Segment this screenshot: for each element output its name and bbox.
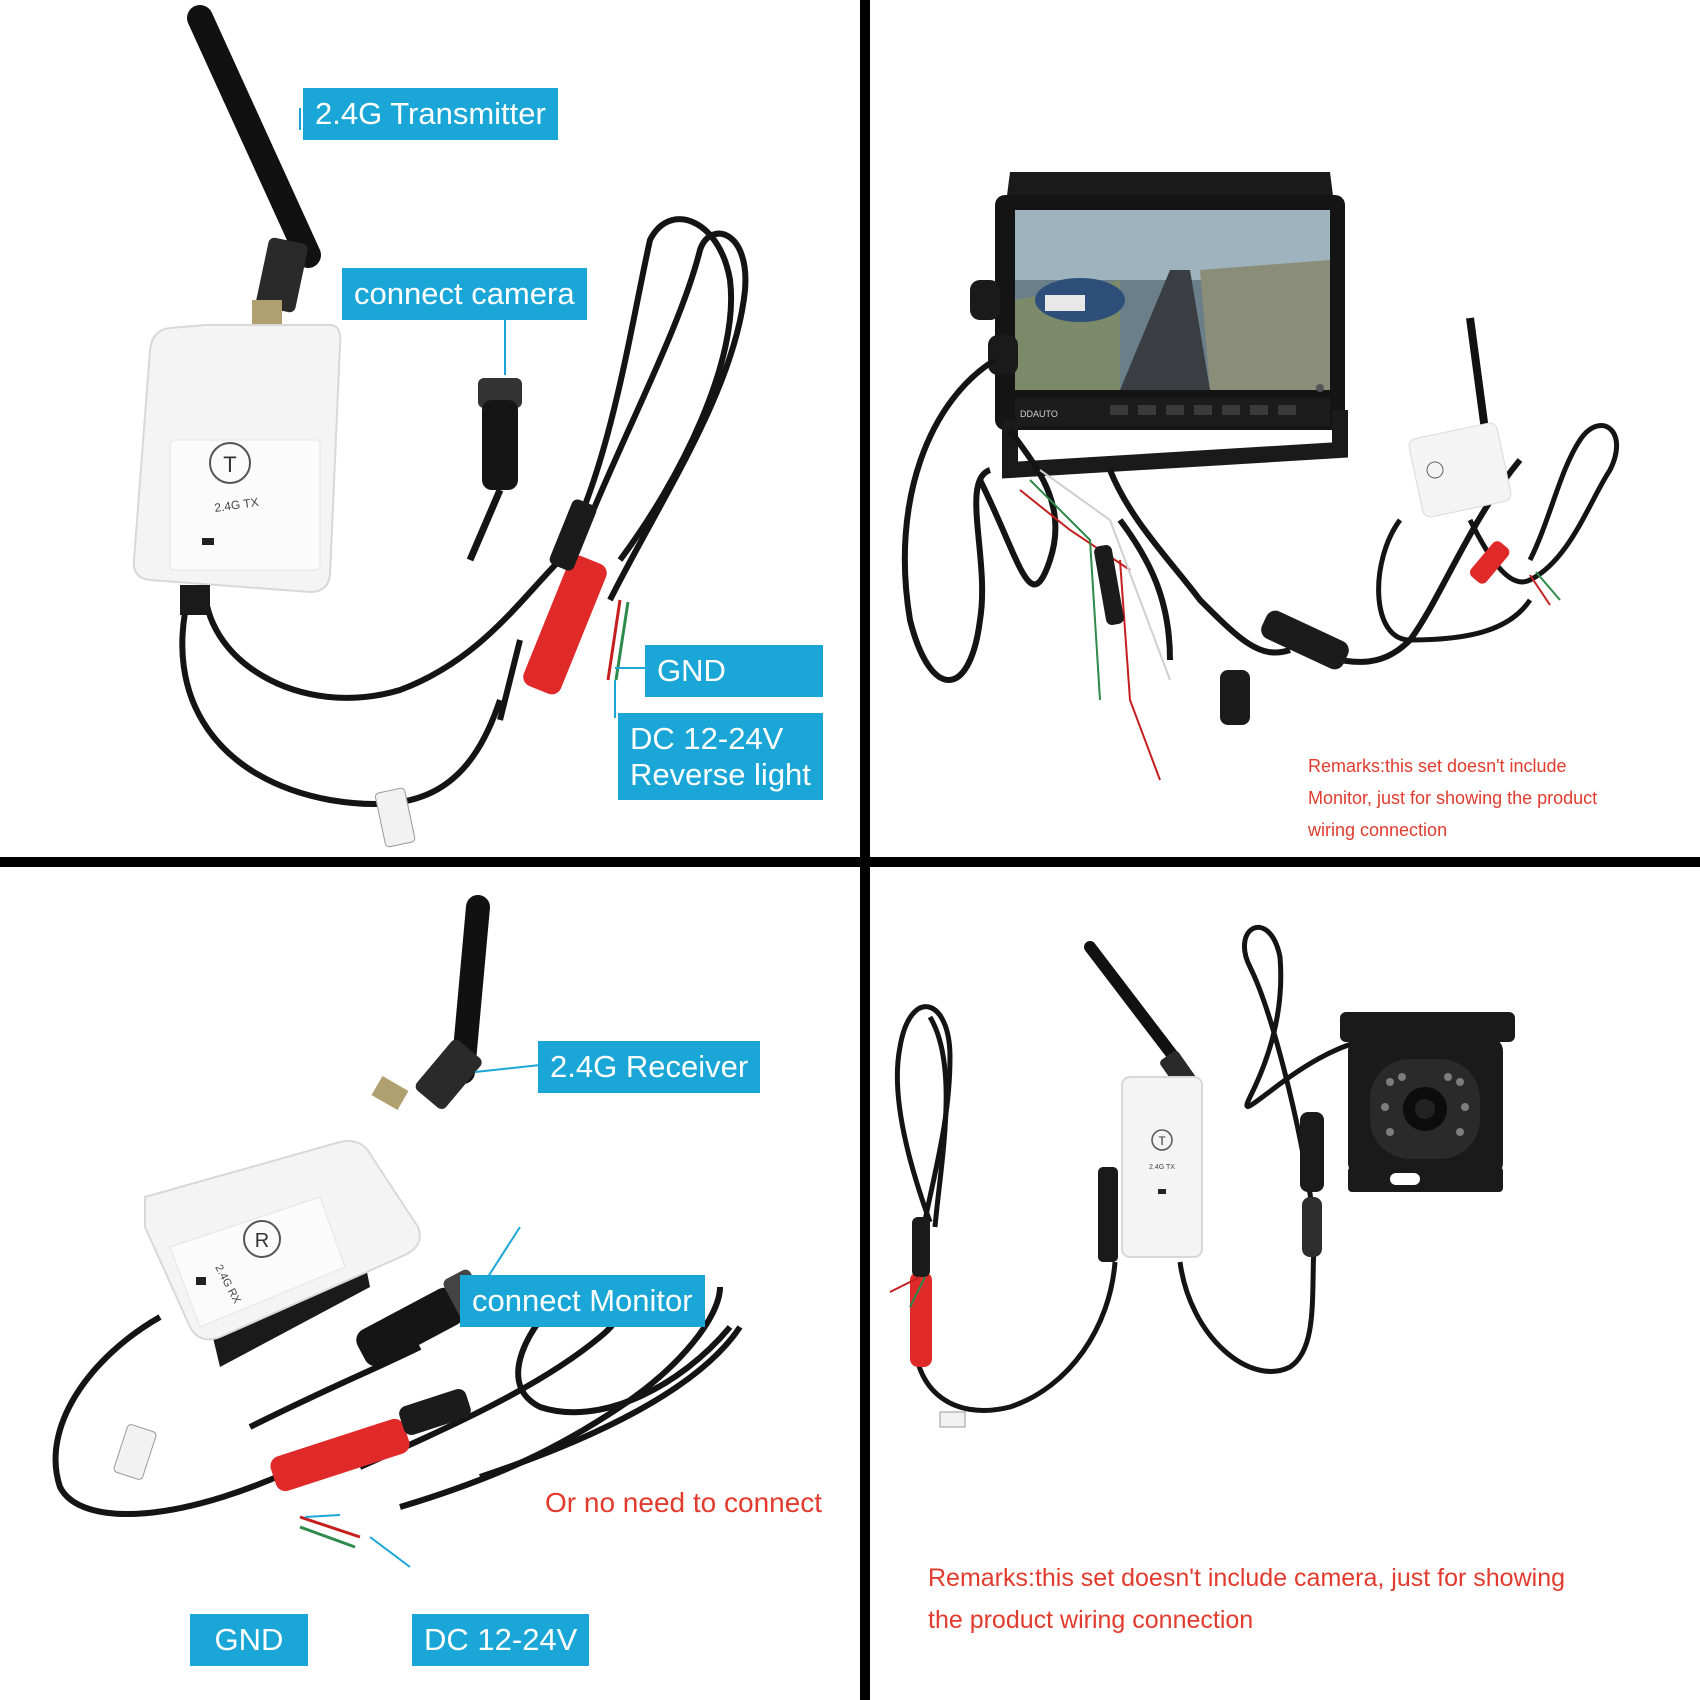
receiver-unit-small: [1408, 317, 1512, 518]
transmitter-photo: T 2.4G TX: [132, 5, 749, 848]
antenna: [371, 895, 490, 1111]
cable: [179, 216, 749, 808]
receiver-unit: R 2.4G RX: [144, 1140, 421, 1367]
label-dc: DC 12-24V: [412, 1614, 590, 1666]
monitor-cables: [901, 357, 1523, 683]
label-connect-monitor: connect Monitor: [460, 1275, 705, 1327]
dc-plug: [523, 499, 607, 695]
antenna: [187, 5, 321, 326]
label-dc-reverse: DC 12-24V Reverse light: [618, 713, 823, 801]
monitor-wiring-photo: DDAUTO: [901, 172, 1619, 781]
device-button-letter: T: [1158, 1134, 1166, 1148]
dc-plug: [270, 1388, 471, 1492]
remark-line-1: Remarks:this set doesn't include: [1308, 756, 1567, 776]
monitor: DDAUTO: [970, 172, 1348, 479]
panel-transmitter: T 2.4G TX 2.4G Transmitter connect camer…: [0, 0, 860, 857]
label-receiver: 2.4G Receiver: [538, 1041, 761, 1093]
reverse-light-line: Reverse light: [630, 756, 811, 792]
receiver-cables: [1376, 423, 1619, 643]
receiver-photo: R 2.4G RX: [52, 895, 743, 1568]
remark-line-2: the product wiring connection: [928, 1606, 1254, 1634]
remark-line-1: Remarks:this set doesn't include camera,…: [928, 1564, 1565, 1592]
device-label: 2.4G TX: [1149, 1164, 1175, 1171]
remark-monitor: Remarks:this set doesn't include Monitor…: [1308, 750, 1597, 846]
label-gnd: GND: [190, 1614, 308, 1666]
label-transmitter: 2.4G Transmitter: [303, 88, 558, 140]
camera: [1340, 1012, 1515, 1192]
remark-camera: Remarks:this set doesn't include camera,…: [928, 1557, 1565, 1641]
monitor-brand: DDAUTO: [1020, 409, 1058, 419]
device-button-letter: R: [255, 1230, 269, 1252]
horizontal-divider: [0, 857, 1700, 867]
camera-cable: [1177, 924, 1391, 1374]
panel-receiver: R 2.4G RX 2.4G Receiver connect Monitor …: [0, 867, 860, 1700]
transmitter-unit: T 2.4G TX: [132, 324, 342, 615]
camera-connector: [466, 378, 522, 562]
vertical-divider: [860, 0, 870, 1700]
dc-line: DC 12-24V: [630, 721, 784, 756]
panel-monitor-wiring: DDAUTO: [870, 0, 1700, 857]
panel-camera-wiring: T 2.4G TX Remarks:this set doesn't inclu…: [870, 867, 1700, 1700]
camera-wiring-photo: T 2.4G TX: [889, 924, 1515, 1428]
power-cable: [894, 1004, 1118, 1413]
device-button-letter: T: [223, 452, 236, 477]
transmitter-unit: T 2.4G TX: [1098, 1076, 1203, 1262]
label-connect-camera: connect camera: [342, 268, 587, 320]
device-label: 2.4G TX: [213, 495, 259, 515]
remark-line-2: Monitor, just for showing the product: [1308, 788, 1598, 808]
note-optional: Or no need to connect: [545, 1487, 823, 1518]
remark-line-3: wiring connection: [1308, 820, 1448, 840]
label-gnd: GND: [645, 645, 823, 697]
